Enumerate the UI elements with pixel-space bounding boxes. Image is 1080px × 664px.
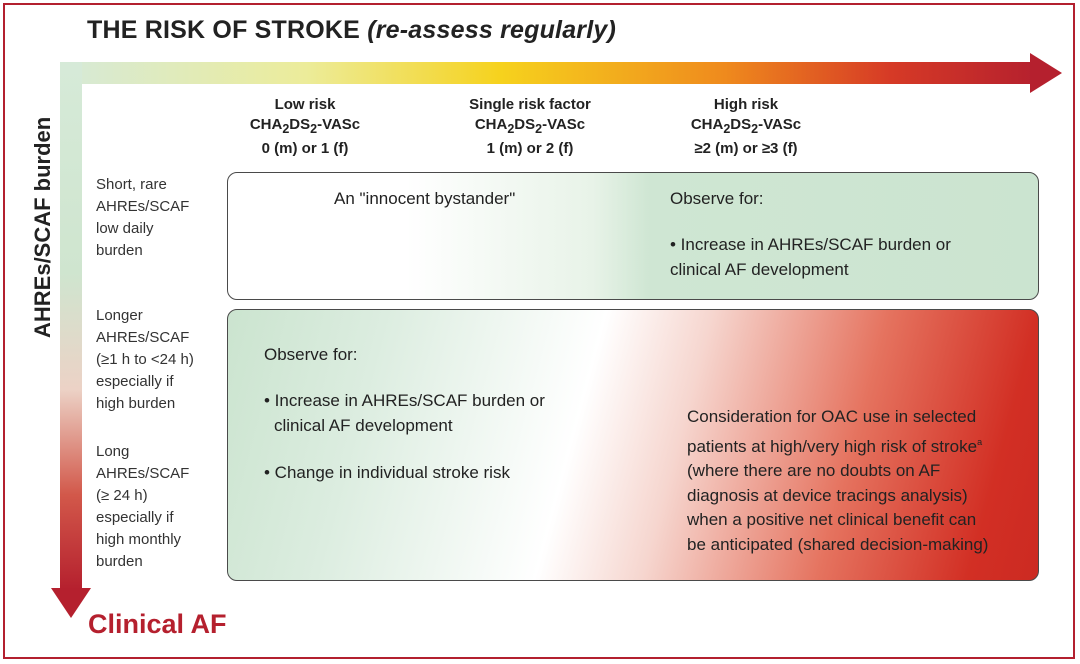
low-burden-box — [227, 172, 1039, 300]
column-score-name: CHA2DS2-VASc — [249, 116, 361, 136]
row-label-longer: Longer AHREs/SCAF (≥1 h to <24 h) especi… — [96, 307, 194, 412]
bottom-observe-heading: Observe for: — [264, 345, 358, 364]
column-score-value: 0 (m) or 1 (f) — [261, 140, 349, 157]
stroke-risk-arrow-bar — [62, 62, 1037, 84]
figure-title: THE RISK OF STROKE (re-assess regularly) — [87, 16, 616, 45]
high-burden-box — [227, 309, 1039, 581]
column-score-value: ≥2 (m) or ≥3 (f) — [694, 140, 798, 157]
burden-axis-label: AHREs/SCAF burden — [30, 116, 55, 338]
column-header-high-risk: High risk CHA2DS2-VASc ≥2 (m) or ≥3 (f) — [646, 95, 846, 159]
column-score-name: CHA2DS2-VASc — [690, 116, 802, 136]
top-observe-bullet: • Increase in AHREs/SCAF burden or clini… — [670, 235, 951, 279]
title-sub-text: (re-assess regularly) — [367, 16, 616, 44]
column-title: Single risk factor — [469, 96, 591, 113]
column-score-name: CHA2DS2-VASc — [474, 116, 586, 136]
innocent-bystander-text: An "innocent bystander" — [334, 189, 516, 208]
title-main-text: THE RISK OF STROKE — [87, 16, 361, 44]
row-label-short-rare: Short, rare AHREs/SCAF low daily burden — [96, 176, 190, 259]
column-header-single-risk: Single risk factor CHA2DS2-VASc 1 (m) or… — [430, 95, 630, 159]
top-observe-heading: Observe for: — [670, 189, 764, 208]
bottom-observe-bullet-stroke-risk: • Change in individual stroke risk — [264, 463, 510, 482]
column-header-low-risk: Low risk CHA2DS2-VASc 0 (m) or 1 (f) — [205, 95, 405, 159]
arrow-down-icon — [51, 588, 91, 618]
footnote-marker: a — [977, 436, 983, 447]
clinical-af-label: Clinical AF — [88, 609, 227, 639]
oac-consideration-text: Consideration for OAC use in selected pa… — [687, 407, 989, 554]
arrow-right-icon — [1030, 53, 1062, 93]
bottom-observe-bullet-burden: • Increase in AHREs/SCAF burden or clini… — [264, 391, 545, 435]
column-title: Low risk — [274, 96, 336, 113]
column-title: High risk — [713, 96, 779, 113]
row-label-long: Long AHREs/SCAF (≥ 24 h) especially if h… — [96, 443, 190, 570]
column-score-value: 1 (m) or 2 (f) — [486, 140, 574, 157]
burden-arrow-bar — [60, 62, 82, 590]
